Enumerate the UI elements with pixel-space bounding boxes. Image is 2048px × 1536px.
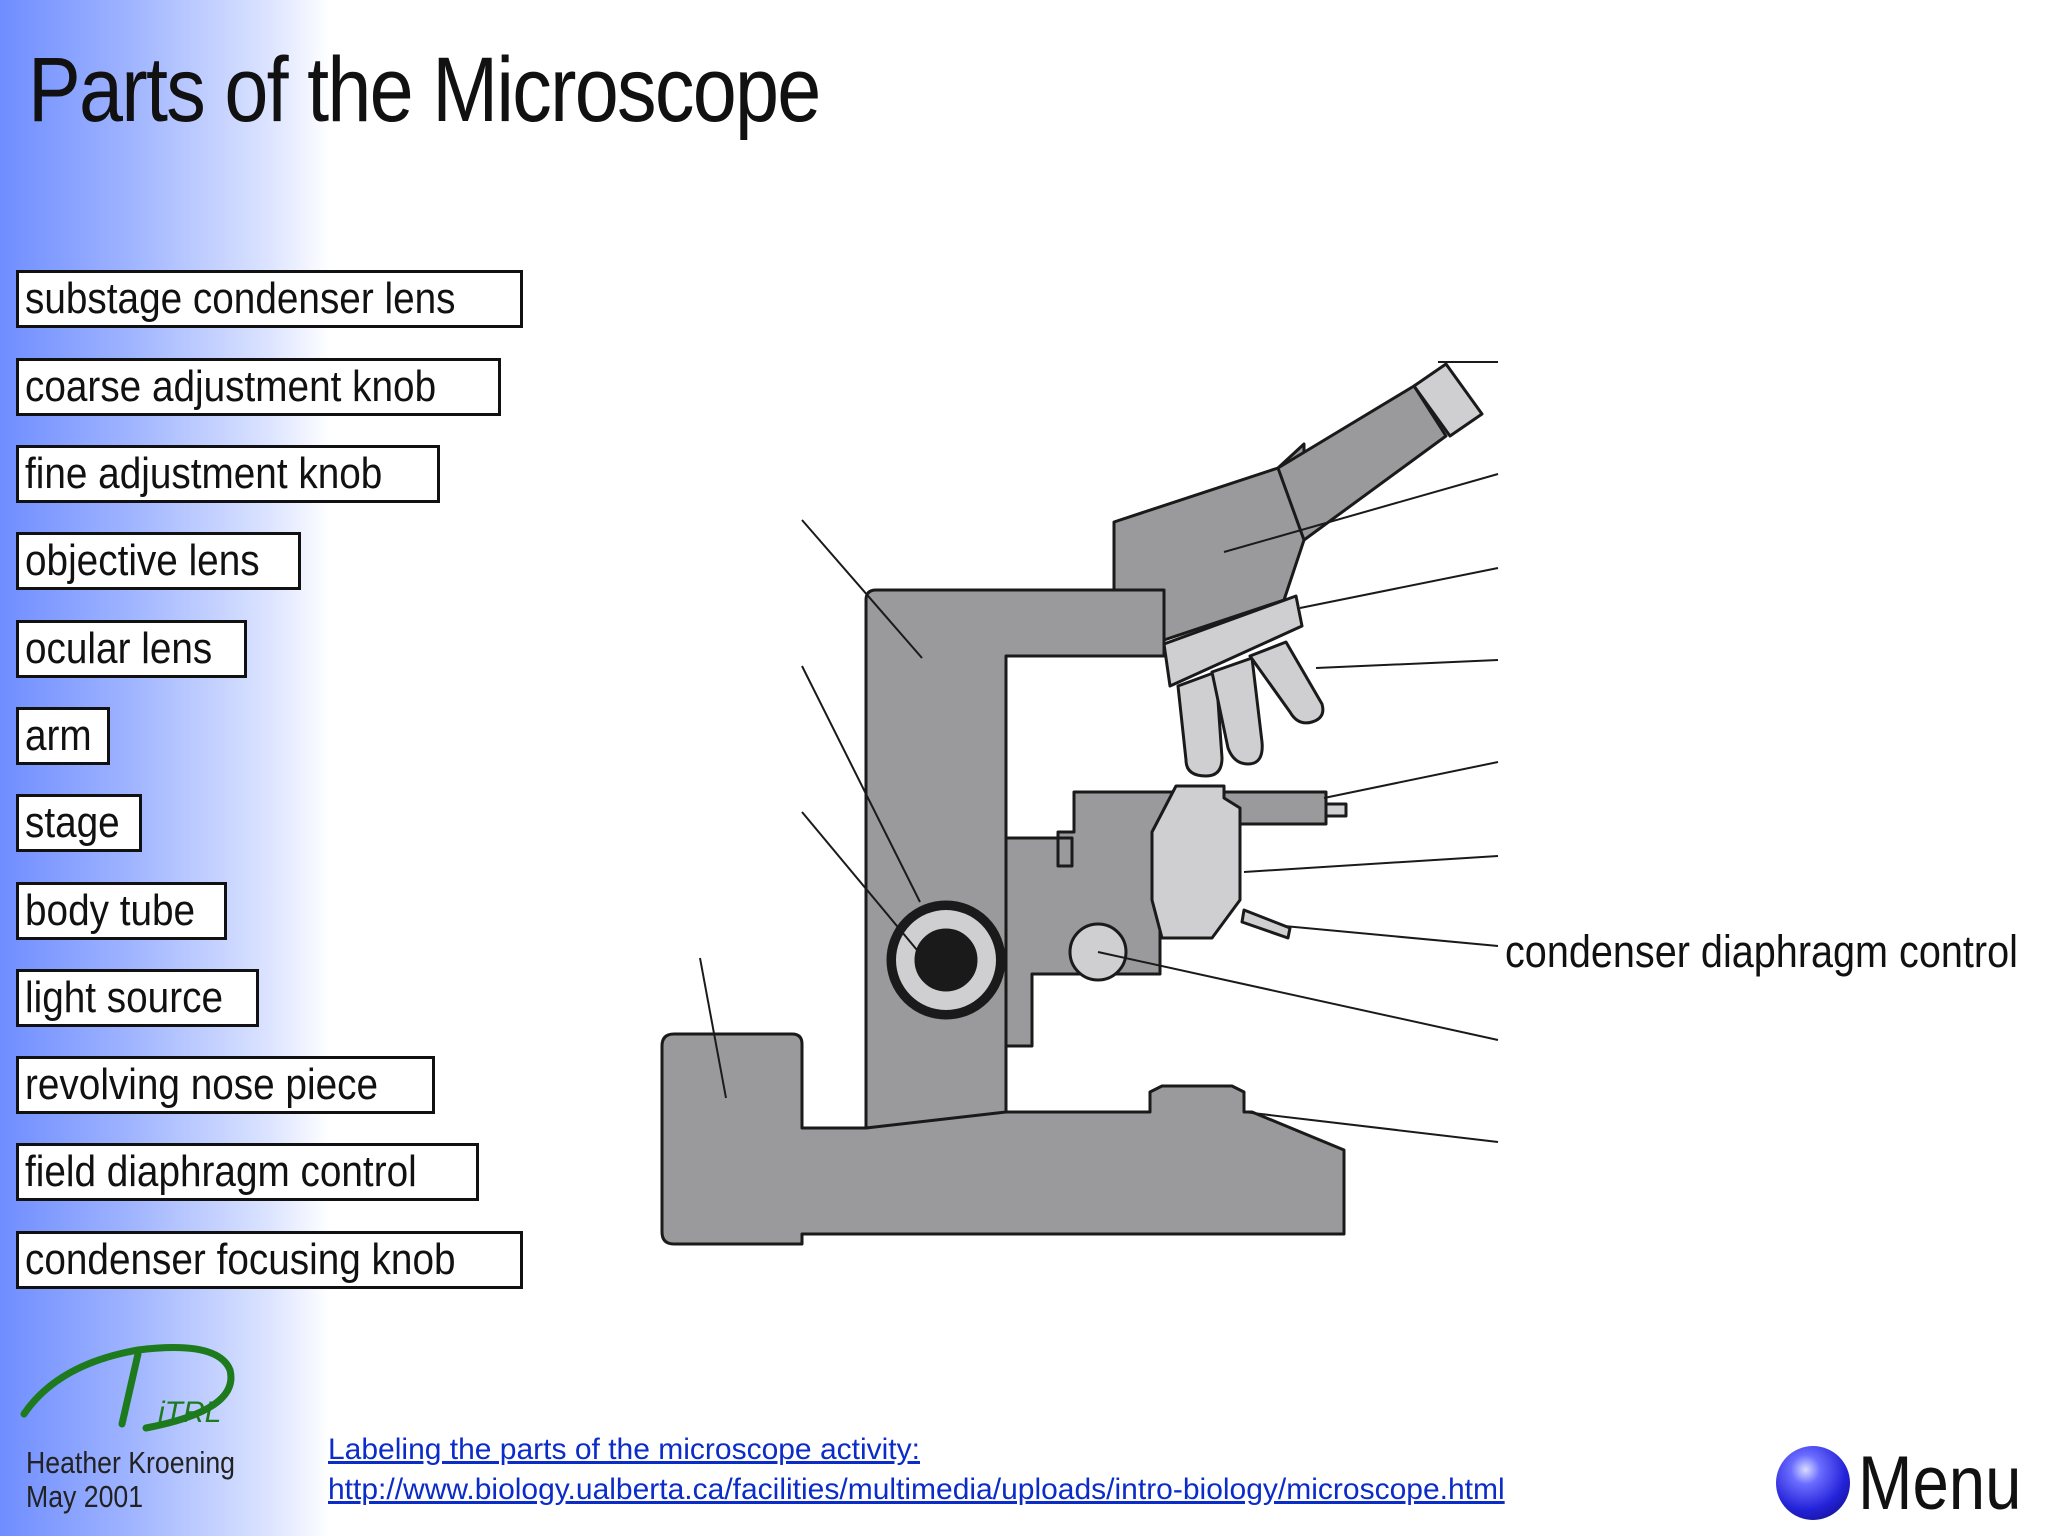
label-text: arm — [25, 711, 92, 760]
leader-line — [801, 811, 923, 957]
objective-lens-3 — [1248, 640, 1325, 725]
label-stage[interactable]: stage — [16, 794, 142, 852]
logo-text: iTRL — [158, 1396, 221, 1429]
label-ocular-lens[interactable]: ocular lens — [16, 620, 247, 678]
page-title: Parts of the Microscope — [28, 39, 821, 141]
leader-line — [1315, 659, 1499, 669]
activity-link[interactable]: Labeling the parts of the microscope act… — [328, 1430, 1505, 1510]
label-text: coarse adjustment knob — [25, 362, 437, 411]
label-coarse-adjustment-knob[interactable]: coarse adjustment knob — [16, 358, 502, 416]
menu-button[interactable]: Menu — [1776, 1440, 2022, 1532]
label-revolving-nose-piece[interactable]: revolving nose piece — [16, 1056, 436, 1114]
menu-label: Menu — [1858, 1441, 2022, 1526]
menu-ball-icon — [1776, 1446, 1850, 1520]
link-line1[interactable]: Labeling the parts of the microscope act… — [328, 1433, 920, 1466]
objective-lens-1 — [1176, 670, 1224, 778]
label-condenser-focusing-knob[interactable]: condenser focusing knob — [16, 1231, 524, 1289]
nose-piece — [1162, 594, 1304, 688]
label-text: light source — [25, 973, 224, 1022]
label-text: fine adjustment knob — [25, 449, 383, 498]
label-text: substage condenser lens — [25, 274, 456, 323]
stage-clip — [1324, 802, 1348, 818]
placed-label-condenser-diaphragm-control[interactable]: condenser diaphragm control — [1505, 926, 2018, 977]
label-text: objective lens — [25, 536, 260, 585]
leader-line — [1223, 473, 1499, 553]
leader-line — [801, 519, 923, 659]
ocular-lens — [1412, 362, 1484, 438]
objective-lens-2 — [1210, 656, 1264, 766]
link-line2[interactable]: http://www.biology.ualberta.ca/facilitie… — [328, 1473, 1505, 1506]
leader-line — [1283, 925, 1499, 947]
label-text: condenser focusing knob — [25, 1235, 456, 1284]
label-text: body tube — [25, 886, 196, 935]
label-body-tube[interactable]: body tube — [16, 882, 228, 940]
author-name: Heather Kroening — [26, 1445, 235, 1480]
label-field-diaphragm-control[interactable]: field diaphragm control — [16, 1143, 480, 1201]
label-light-source[interactable]: light source — [16, 969, 260, 1027]
leader-line — [1243, 855, 1499, 873]
author-block: Heather Kroening May 2001 — [26, 1446, 235, 1514]
condenser — [1150, 784, 1242, 940]
logo-swoosh — [20, 1344, 235, 1432]
leader-line — [801, 665, 921, 903]
eyepiece-tube — [1276, 384, 1448, 542]
label-text: revolving nose piece — [25, 1060, 379, 1109]
ditrl-logo: iTRL — [20, 1344, 235, 1432]
leader-line — [699, 957, 727, 1099]
leader-line — [1243, 1111, 1499, 1143]
leader-line — [1299, 567, 1499, 609]
label-substage-condenser-lens[interactable]: substage condenser lens — [16, 270, 524, 328]
diaphragm-lever — [1240, 908, 1292, 940]
leader-line — [1097, 951, 1499, 1041]
label-text: ocular lens — [25, 624, 213, 673]
label-fine-adjustment-knob[interactable]: fine adjustment knob — [16, 445, 441, 503]
microscope-base — [660, 1032, 1346, 1246]
logo-stem — [118, 1350, 142, 1428]
label-text: field diaphragm control — [25, 1147, 417, 1196]
label-objective-lens[interactable]: objective lens — [16, 532, 301, 590]
leader-line — [1323, 761, 1499, 799]
stage-bracket — [1004, 790, 1328, 1048]
label-text: stage — [25, 798, 120, 847]
label-arm[interactable]: arm — [16, 707, 110, 765]
fine-knob — [914, 928, 978, 992]
author-date: May 2001 — [26, 1479, 144, 1514]
